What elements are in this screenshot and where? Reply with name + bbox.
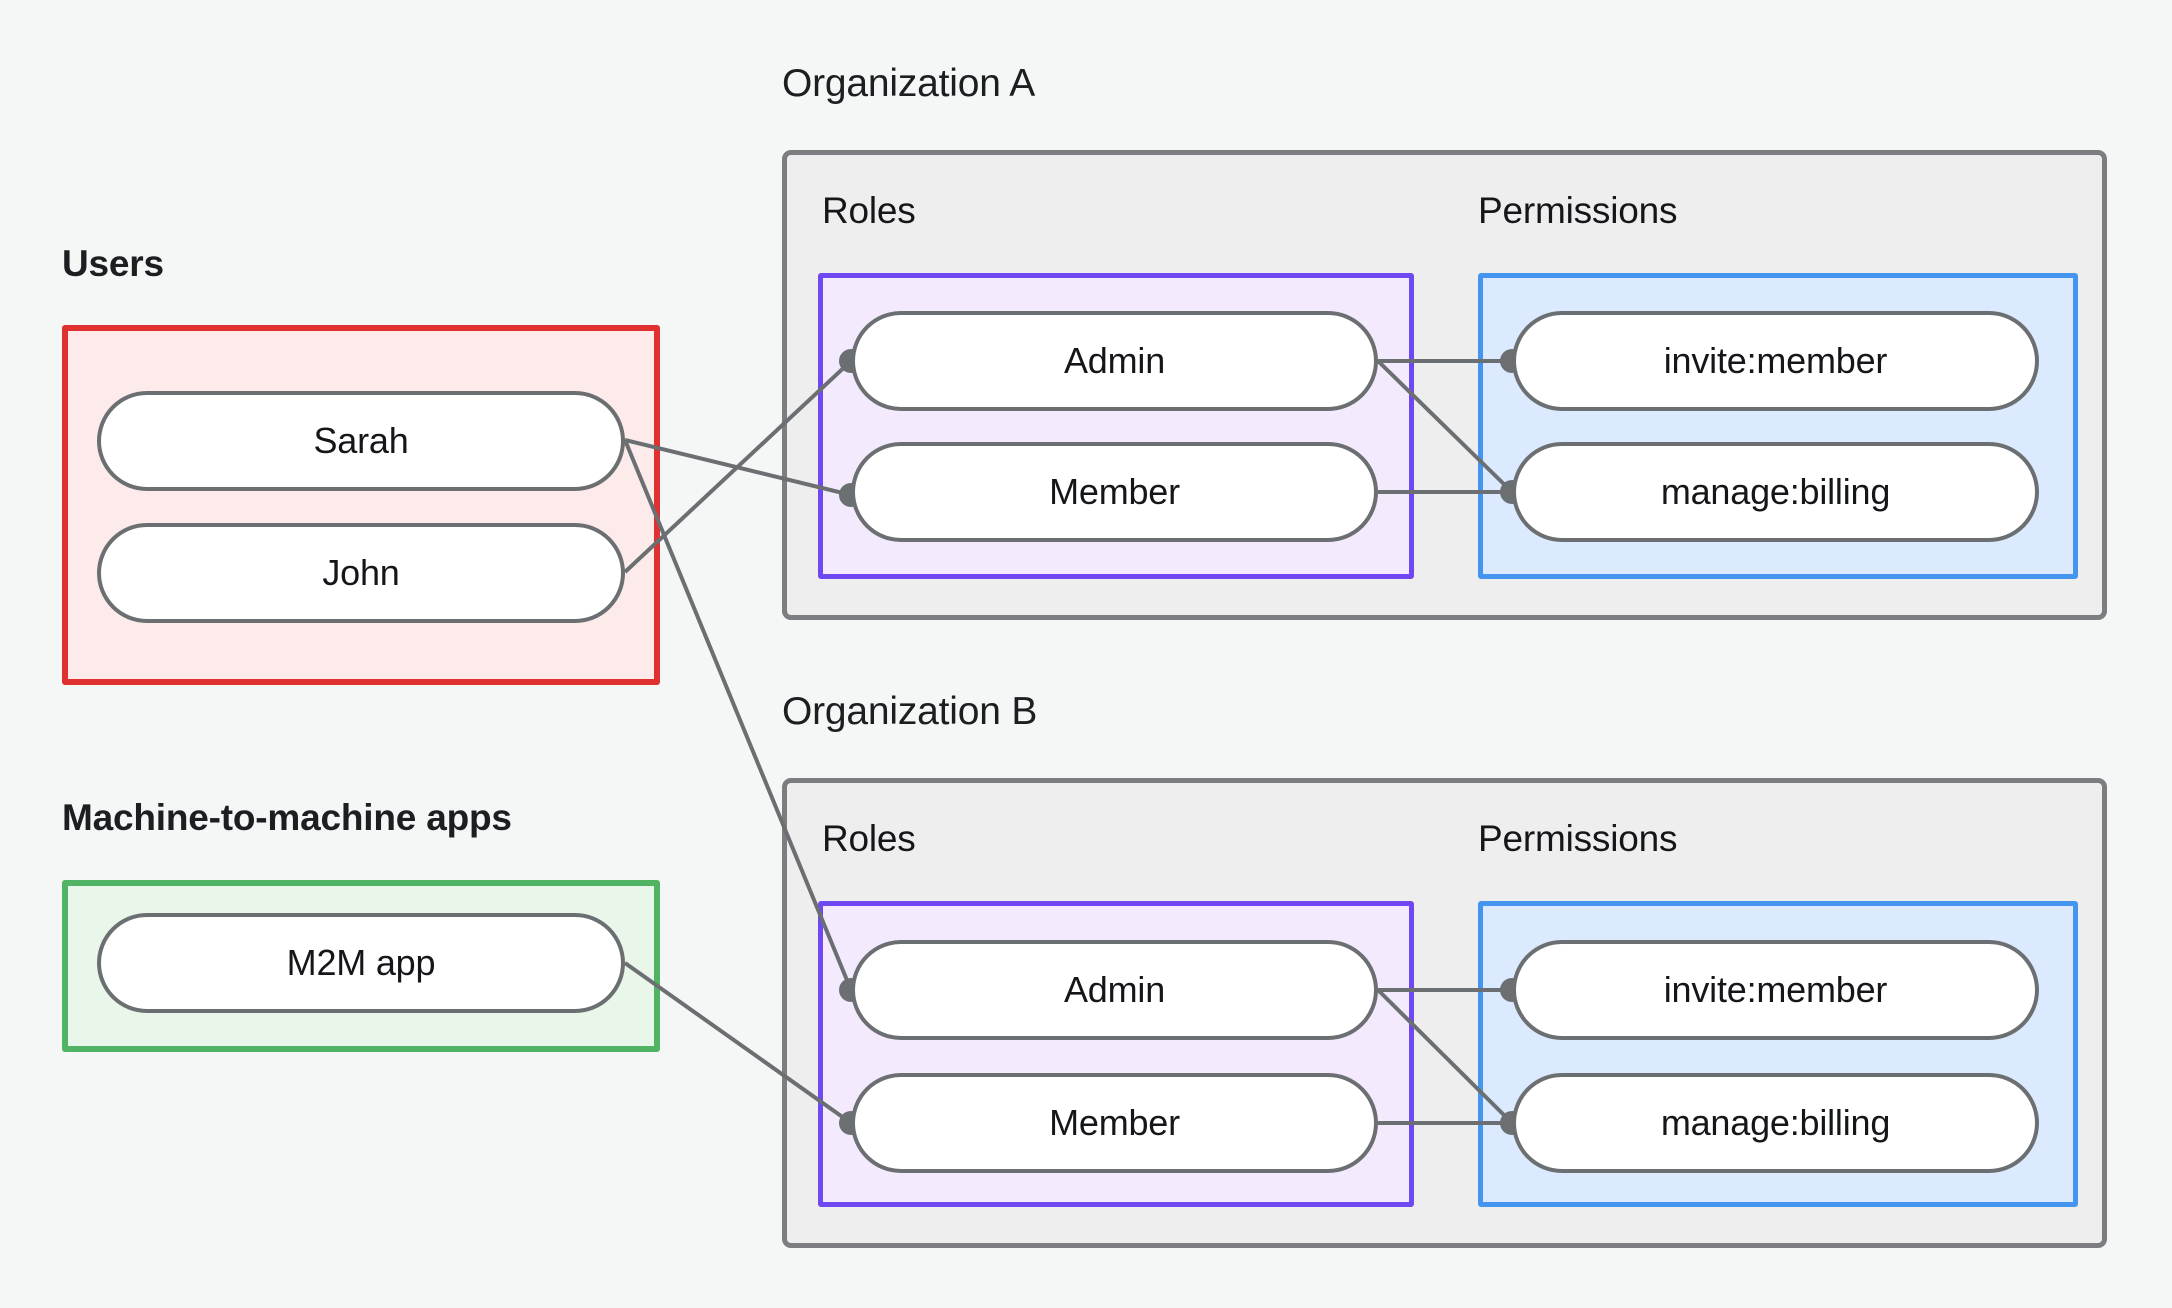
org-a-permission-invite-member[interactable]: invite:member (1512, 311, 2039, 411)
users-group-heading: Users (62, 243, 164, 284)
org-b-permission-invite-member[interactable]: invite:member (1512, 940, 2039, 1040)
org-b-roles-label: Roles (822, 818, 916, 859)
users-container (62, 325, 660, 685)
org-a-permissions-label: Permissions (1478, 190, 1678, 231)
org-b-heading: Organization B (782, 690, 1038, 733)
user-node-sarah[interactable]: Sarah (97, 391, 625, 491)
org-b-role-admin[interactable]: Admin (851, 940, 1378, 1040)
org-a-permission-manage-billing[interactable]: manage:billing (1512, 442, 2039, 542)
org-a-heading: Organization A (782, 62, 1036, 105)
org-b-permissions-label: Permissions (1478, 818, 1678, 859)
user-node-john[interactable]: John (97, 523, 625, 623)
org-b-permission-manage-billing[interactable]: manage:billing (1512, 1073, 2039, 1173)
org-a-role-admin[interactable]: Admin (851, 311, 1378, 411)
org-b-role-member[interactable]: Member (851, 1073, 1378, 1173)
m2m-group-heading: Machine-to-machine apps (62, 797, 512, 838)
org-a-role-member[interactable]: Member (851, 442, 1378, 542)
m2m-node-app[interactable]: M2M app (97, 913, 625, 1013)
org-a-roles-label: Roles (822, 190, 916, 231)
